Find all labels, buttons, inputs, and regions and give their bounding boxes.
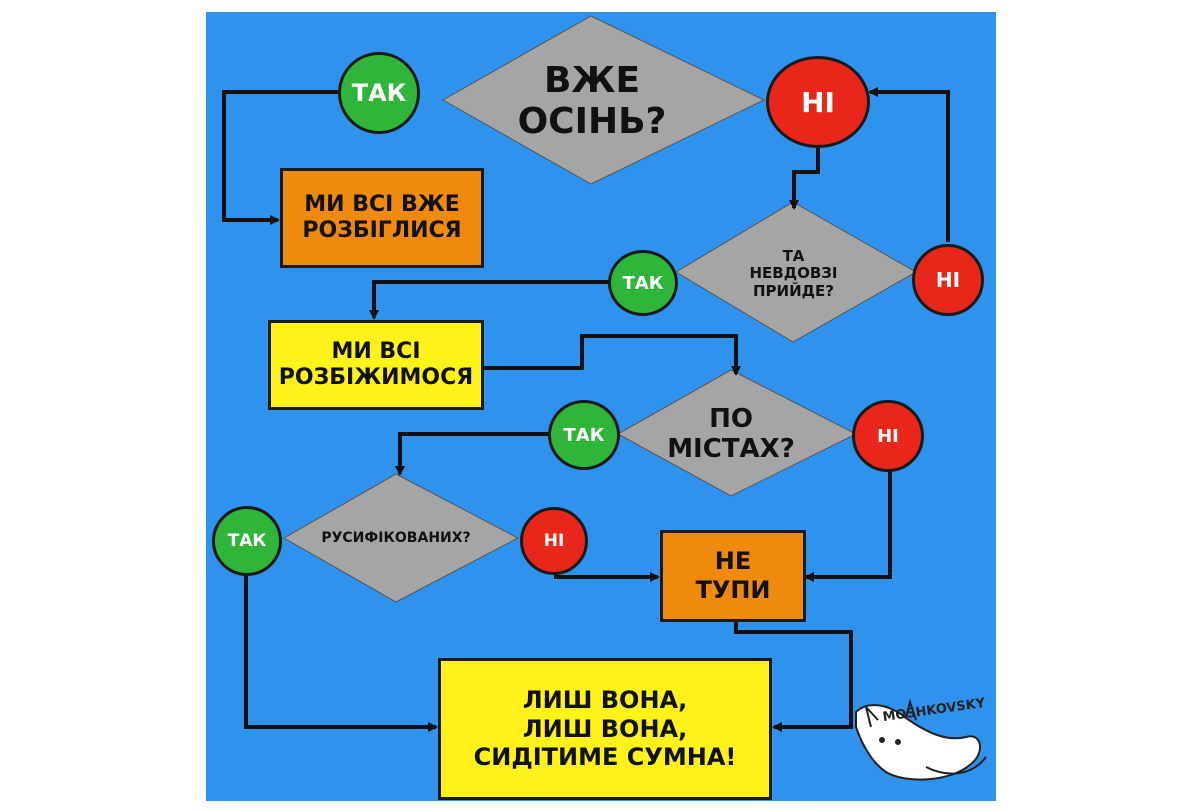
arrow-autumn-no (789, 146, 820, 210)
arrow-coming-soon-yes (369, 280, 610, 320)
arrow-russified-yes (244, 567, 438, 732)
question-cities: ПО МІСТАХ? (667, 404, 795, 464)
arrow-cities-yes (395, 432, 550, 476)
arrow-coming-soon-no-loop (868, 87, 950, 242)
arrow-dont-be-dumb-to-final (734, 622, 853, 732)
yes-circle-russified: ТАК (212, 506, 282, 576)
no-circle-russified: НІ (520, 507, 588, 575)
box-we-will-flee: МИ ВСІ РОЗБІЖИМОСЯ (268, 320, 484, 410)
question-russified: РУСИФІКОВАНИХ? (321, 529, 471, 546)
no-circle-coming-soon: НІ (912, 244, 984, 316)
box-dont-be-dumb: НЕ ТУПИ (660, 530, 806, 622)
signature-fox-drawing (855, 698, 987, 781)
decision-diamond-coming-soon (675, 201, 918, 343)
no-circle-cities: НІ (852, 400, 924, 472)
arrow-autumn-yes (222, 90, 338, 225)
decision-diamond-russified (282, 473, 520, 603)
yes-circle-autumn: ТАК (338, 52, 420, 134)
box-final-only-she: ЛИШ ВОНА, ЛИШ ВОНА, СИДІТИМЕ СУМНА! (438, 658, 772, 800)
flowchart-graphics (222, 15, 987, 781)
decision-diamond-cities (616, 369, 858, 497)
arrow-cities-no (804, 468, 892, 582)
decision-diamond-autumn (441, 15, 766, 185)
yes-circle-cities: ТАК (548, 400, 620, 470)
yes-circle-coming-soon: ТАК (608, 250, 678, 316)
flowchart-canvas: ВЖЕ ОСІНЬ? ТА НЕВДОВЗІ ПРИЙДЕ? ПО МІСТАХ… (206, 12, 996, 801)
no-circle-autumn: НІ (766, 56, 870, 148)
question-coming-soon: ТА НЕВДОВЗІ ПРИЙДЕ? (749, 247, 838, 300)
arrow-will-flee-to-cities (484, 334, 741, 376)
question-autumn: ВЖЕ ОСІНЬ? (517, 59, 667, 142)
box-all-already-fled: МИ ВСІ ВЖЕ РОЗБІГЛИСЯ (280, 168, 484, 268)
